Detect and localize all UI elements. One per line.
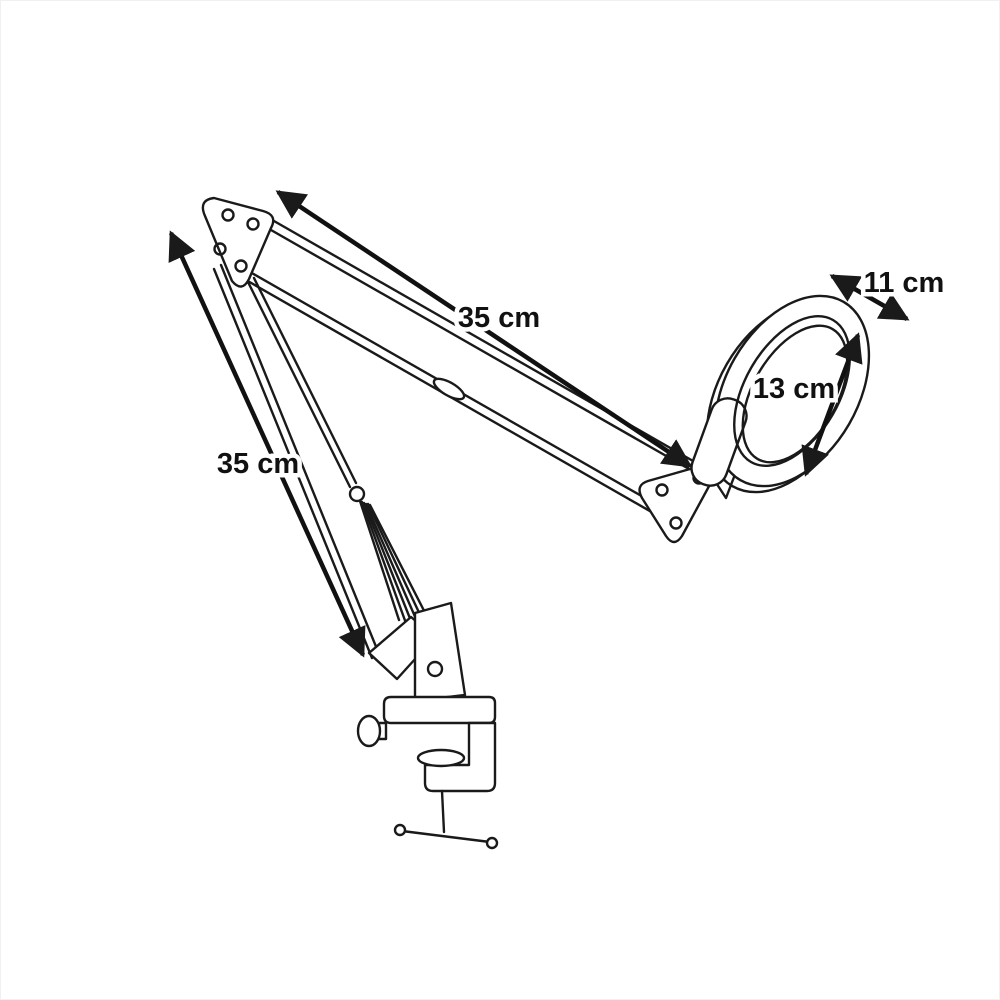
spring-leaf [360, 500, 409, 628]
swing-arm-lamp-drawing [201, 196, 871, 850]
spring-leaf [364, 502, 425, 637]
dimension-label-lower-arm: 35 cm [217, 448, 299, 480]
tension-knob [356, 714, 382, 748]
spring-linkage [348, 485, 441, 642]
screw-hole [246, 217, 260, 231]
post-hole [426, 660, 444, 678]
upper-arm [244, 215, 709, 524]
dimension-arrow-lower-arm [168, 230, 366, 658]
arm-pivot-joint [348, 485, 366, 503]
dimension-annotations: 35 cm 35 cm 11 cm 13 cm [168, 190, 949, 658]
base-post [367, 601, 467, 703]
t-handle [400, 829, 492, 844]
dimension-label-head-depth: 11 cm [864, 267, 945, 299]
t-handle-ball [393, 823, 407, 837]
spring-leaf [358, 499, 401, 622]
bracket-plate [201, 196, 275, 288]
clamp-pad [416, 748, 466, 768]
screw-hole [221, 208, 235, 222]
clamp-screw-rod [440, 789, 446, 834]
t-handle-ball [485, 836, 499, 850]
dimension-arrow-lens-diameter [801, 332, 863, 477]
dimension-label-lens-diameter: 13 cm [753, 373, 835, 405]
dimension-arrow-head-depth [829, 274, 910, 321]
spring-leaf [362, 501, 417, 633]
screw-hole [669, 516, 683, 530]
upper-arm-bar [262, 224, 705, 479]
head-mount-boss [690, 397, 748, 487]
dimension-label-upper-arm: 35 cm [458, 302, 540, 334]
desk-clamp [356, 695, 499, 850]
top-bracket-plate [201, 196, 275, 288]
clamp-frame [423, 721, 497, 793]
post-body [413, 601, 467, 703]
clamp-top-arm [382, 695, 497, 725]
screw-hole [655, 483, 669, 497]
